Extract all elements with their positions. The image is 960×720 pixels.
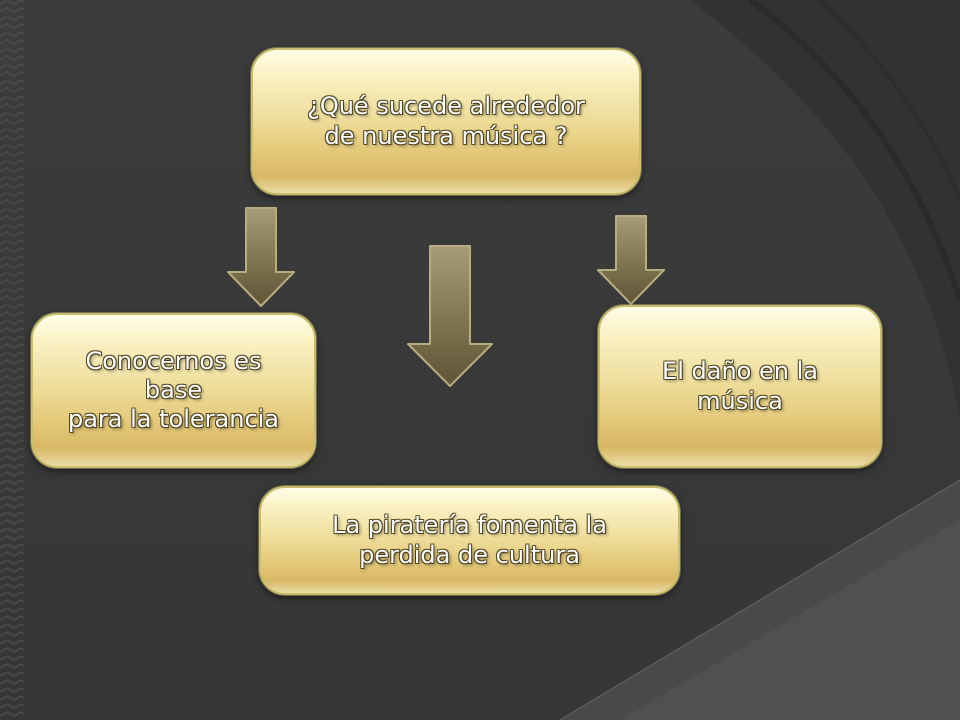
arrow-down-left-icon bbox=[227, 207, 295, 307]
damage-text: El daño en la música bbox=[662, 357, 818, 415]
arrow-down-center-icon bbox=[407, 245, 493, 387]
tolerance-box: Conocernos es base para la tolerancia bbox=[31, 313, 316, 468]
tolerance-text: Conocernos es base para la tolerancia bbox=[67, 346, 280, 434]
piracy-box: La piratería fomenta la perdida de cultu… bbox=[259, 486, 680, 595]
damage-box: El daño en la música bbox=[598, 305, 882, 468]
arrow-down-right-icon bbox=[597, 215, 665, 305]
question-box: ¿Qué sucede alrededor de nuestra música … bbox=[251, 48, 641, 195]
question-text: ¿Qué sucede alrededor de nuestra música … bbox=[307, 92, 585, 150]
piracy-text: La piratería fomenta la perdida de cultu… bbox=[332, 511, 607, 569]
